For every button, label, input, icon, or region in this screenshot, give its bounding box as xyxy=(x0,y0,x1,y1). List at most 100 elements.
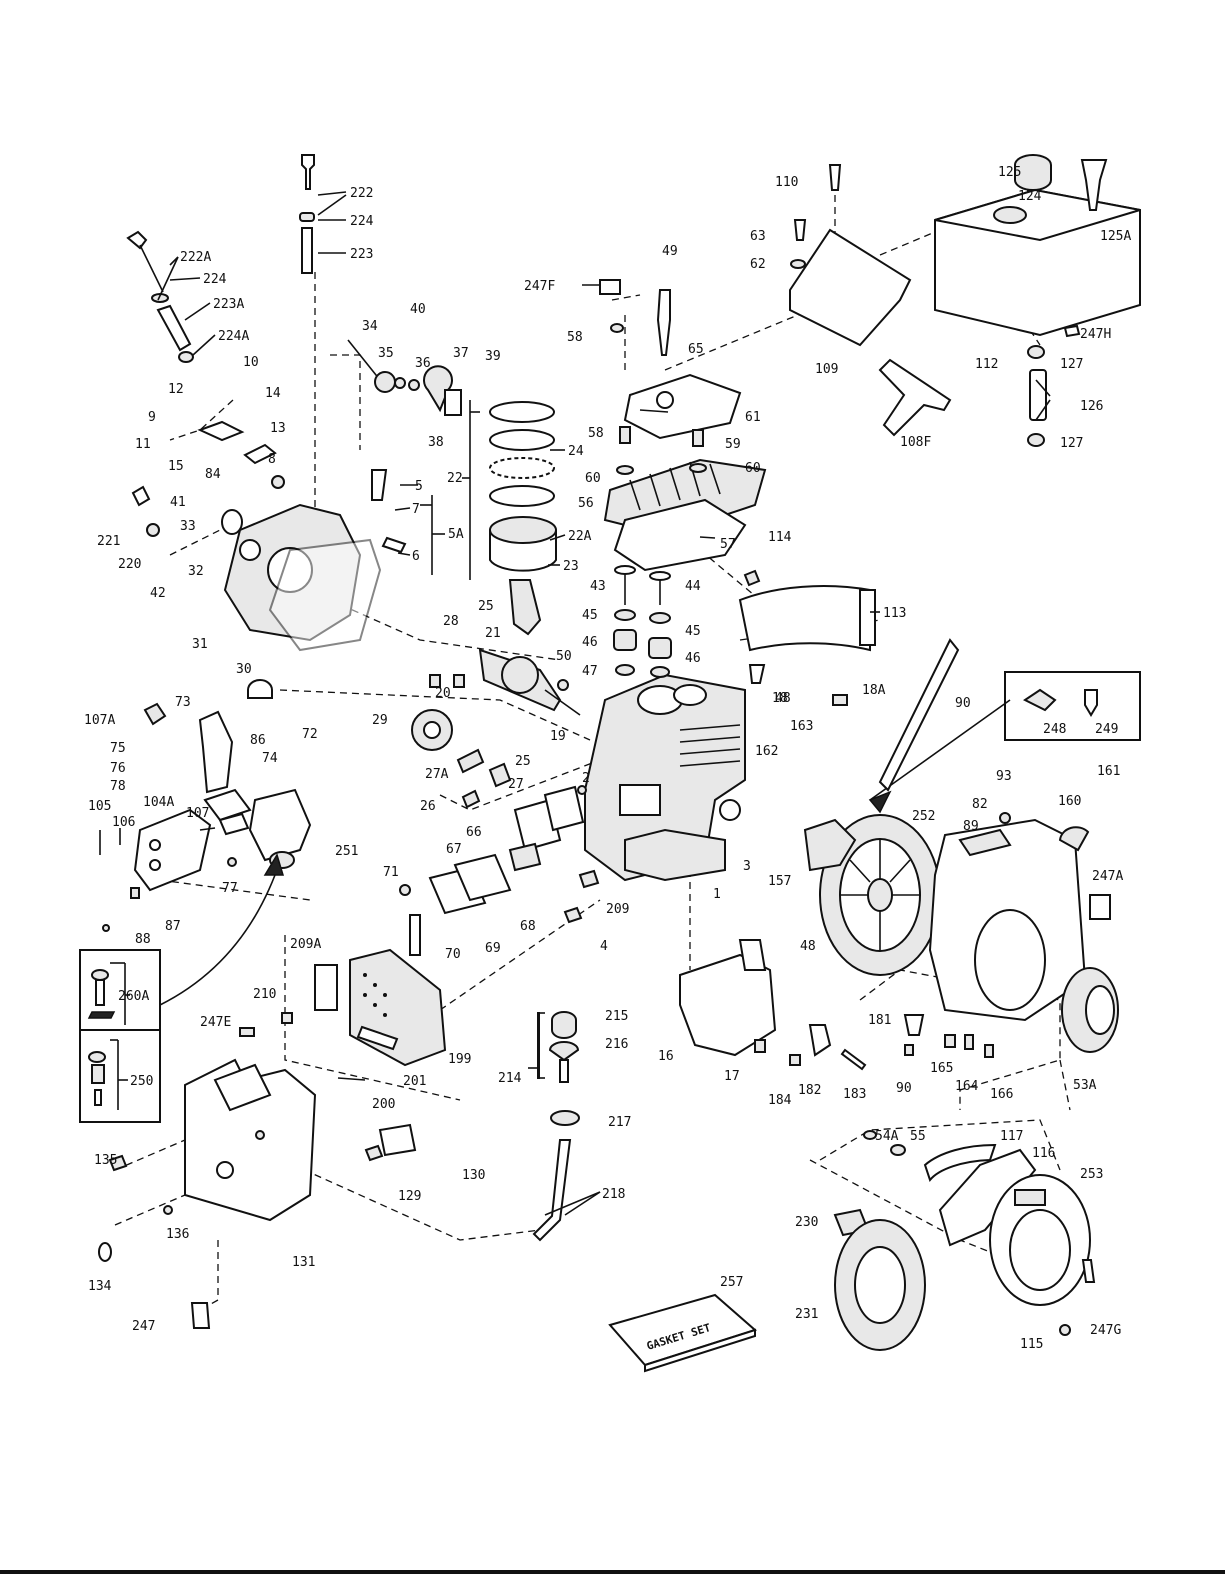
part-label: 28 xyxy=(443,614,459,629)
part-label: 29 xyxy=(372,713,388,728)
part-label: 181 xyxy=(868,1013,891,1028)
part-label: 115 xyxy=(1020,1337,1043,1352)
part-label: 15 xyxy=(168,459,184,474)
part-label: 126 xyxy=(1080,399,1103,414)
part-label: 251 xyxy=(335,844,358,859)
part-label: 2 xyxy=(582,771,590,786)
part-label: 26 xyxy=(420,799,436,814)
crankshaft xyxy=(411,648,581,809)
part-label: 47 xyxy=(582,664,598,679)
cooling-fins xyxy=(679,724,741,767)
dipstick-assembly xyxy=(126,154,315,363)
part-label: 58 xyxy=(588,426,604,441)
part-label: 31 xyxy=(192,637,208,652)
part-label: 18A xyxy=(862,683,886,698)
part-label: 77 xyxy=(222,881,238,896)
part-label: 54A xyxy=(875,1129,899,1144)
part-label: 88 xyxy=(135,932,151,947)
cylinder-head xyxy=(599,279,767,572)
part-label: 217 xyxy=(608,1115,631,1130)
part-label: 75 xyxy=(110,741,126,756)
part-label: 19 xyxy=(550,729,566,744)
part-label: 250 xyxy=(130,1074,153,1089)
part-label: 33 xyxy=(180,519,196,534)
shroud-lower-left xyxy=(98,1058,417,1329)
part-label: 108F xyxy=(900,435,931,450)
part-label: 76 xyxy=(110,761,126,776)
part-label: 165 xyxy=(930,1061,953,1076)
part-label: 223 xyxy=(350,247,373,262)
part-label: 57 xyxy=(720,537,736,552)
part-label: 63 xyxy=(750,229,766,244)
part-label: 46 xyxy=(582,635,598,650)
part-label: 38 xyxy=(428,435,444,450)
part-labels: 222 224 223 222A 224 223A 224A 12 10 14 … xyxy=(84,165,1131,1352)
recoil-starter xyxy=(833,1130,1096,1351)
part-label: 36 xyxy=(415,356,431,371)
part-label: 24 xyxy=(568,444,584,459)
part-label: 71 xyxy=(383,865,399,880)
part-label: 58 xyxy=(567,330,583,345)
part-label: 136 xyxy=(166,1227,189,1242)
part-label: 114 xyxy=(768,530,792,545)
part-label: 200 xyxy=(372,1097,395,1112)
part-label: 223A xyxy=(213,297,244,312)
part-label: 43 xyxy=(590,579,606,594)
part-label: 201 xyxy=(403,1074,426,1089)
fuel-line xyxy=(532,1011,580,1242)
crankcase-cover xyxy=(131,420,382,652)
part-label: 17 xyxy=(724,1069,740,1084)
part-label: 131 xyxy=(292,1255,315,1270)
part-label: 106 xyxy=(112,815,135,830)
part-label: 27A xyxy=(425,767,449,782)
part-label: 218 xyxy=(602,1187,625,1202)
part-label: 215 xyxy=(605,1009,628,1024)
part-label: 130 xyxy=(462,1168,485,1183)
part-label: 18 xyxy=(772,691,788,706)
part-label: 221 xyxy=(97,534,120,549)
part-label: 56 xyxy=(578,496,594,511)
part-label: 34 xyxy=(362,319,378,334)
part-label: 5A xyxy=(448,527,464,542)
carb-inset-boxes xyxy=(79,949,161,1123)
part-label: 35 xyxy=(378,346,394,361)
part-label: 30 xyxy=(236,662,252,677)
part-label: 22A xyxy=(568,529,592,544)
part-label: 113 xyxy=(883,606,906,621)
part-label: 70 xyxy=(445,947,461,962)
part-label: 117 xyxy=(1000,1129,1023,1144)
part-label: 60 xyxy=(745,461,761,476)
part-label: 49 xyxy=(662,244,678,259)
starter-inset xyxy=(868,638,1141,814)
part-label: 214 xyxy=(498,1071,522,1086)
lower-baffle xyxy=(679,939,994,1071)
part-label: 210 xyxy=(253,987,276,1002)
part-label: 90 xyxy=(955,696,971,711)
part-label: 45 xyxy=(685,624,701,639)
part-label: 78 xyxy=(110,779,126,794)
muffler-holes xyxy=(363,973,387,1017)
part-label: 69 xyxy=(485,941,501,956)
carburetor-area xyxy=(99,679,312,1006)
part-label: 127 xyxy=(1060,436,1083,451)
part-label: 252 xyxy=(912,809,935,824)
part-label: 183 xyxy=(843,1087,866,1102)
part-label: 257 xyxy=(720,1275,743,1290)
part-label: 89 xyxy=(963,819,979,834)
part-label: 62 xyxy=(750,257,766,272)
gasket-set-package: GASKET SET xyxy=(608,1293,757,1373)
part-label: 67 xyxy=(446,842,462,857)
part-label: 59 xyxy=(725,437,741,452)
part-label: 5 xyxy=(415,479,423,494)
part-label: 3 xyxy=(743,859,751,874)
part-label: 44 xyxy=(685,579,701,594)
part-label: 65 xyxy=(688,342,704,357)
part-label: 22 xyxy=(447,471,463,486)
part-label: 182 xyxy=(798,1083,821,1098)
part-label: 20 xyxy=(435,686,451,701)
part-label: 32 xyxy=(188,564,204,579)
part-label: 247G xyxy=(1090,1323,1121,1338)
part-label: 199 xyxy=(448,1052,471,1067)
part-label: 249 xyxy=(1095,722,1118,737)
